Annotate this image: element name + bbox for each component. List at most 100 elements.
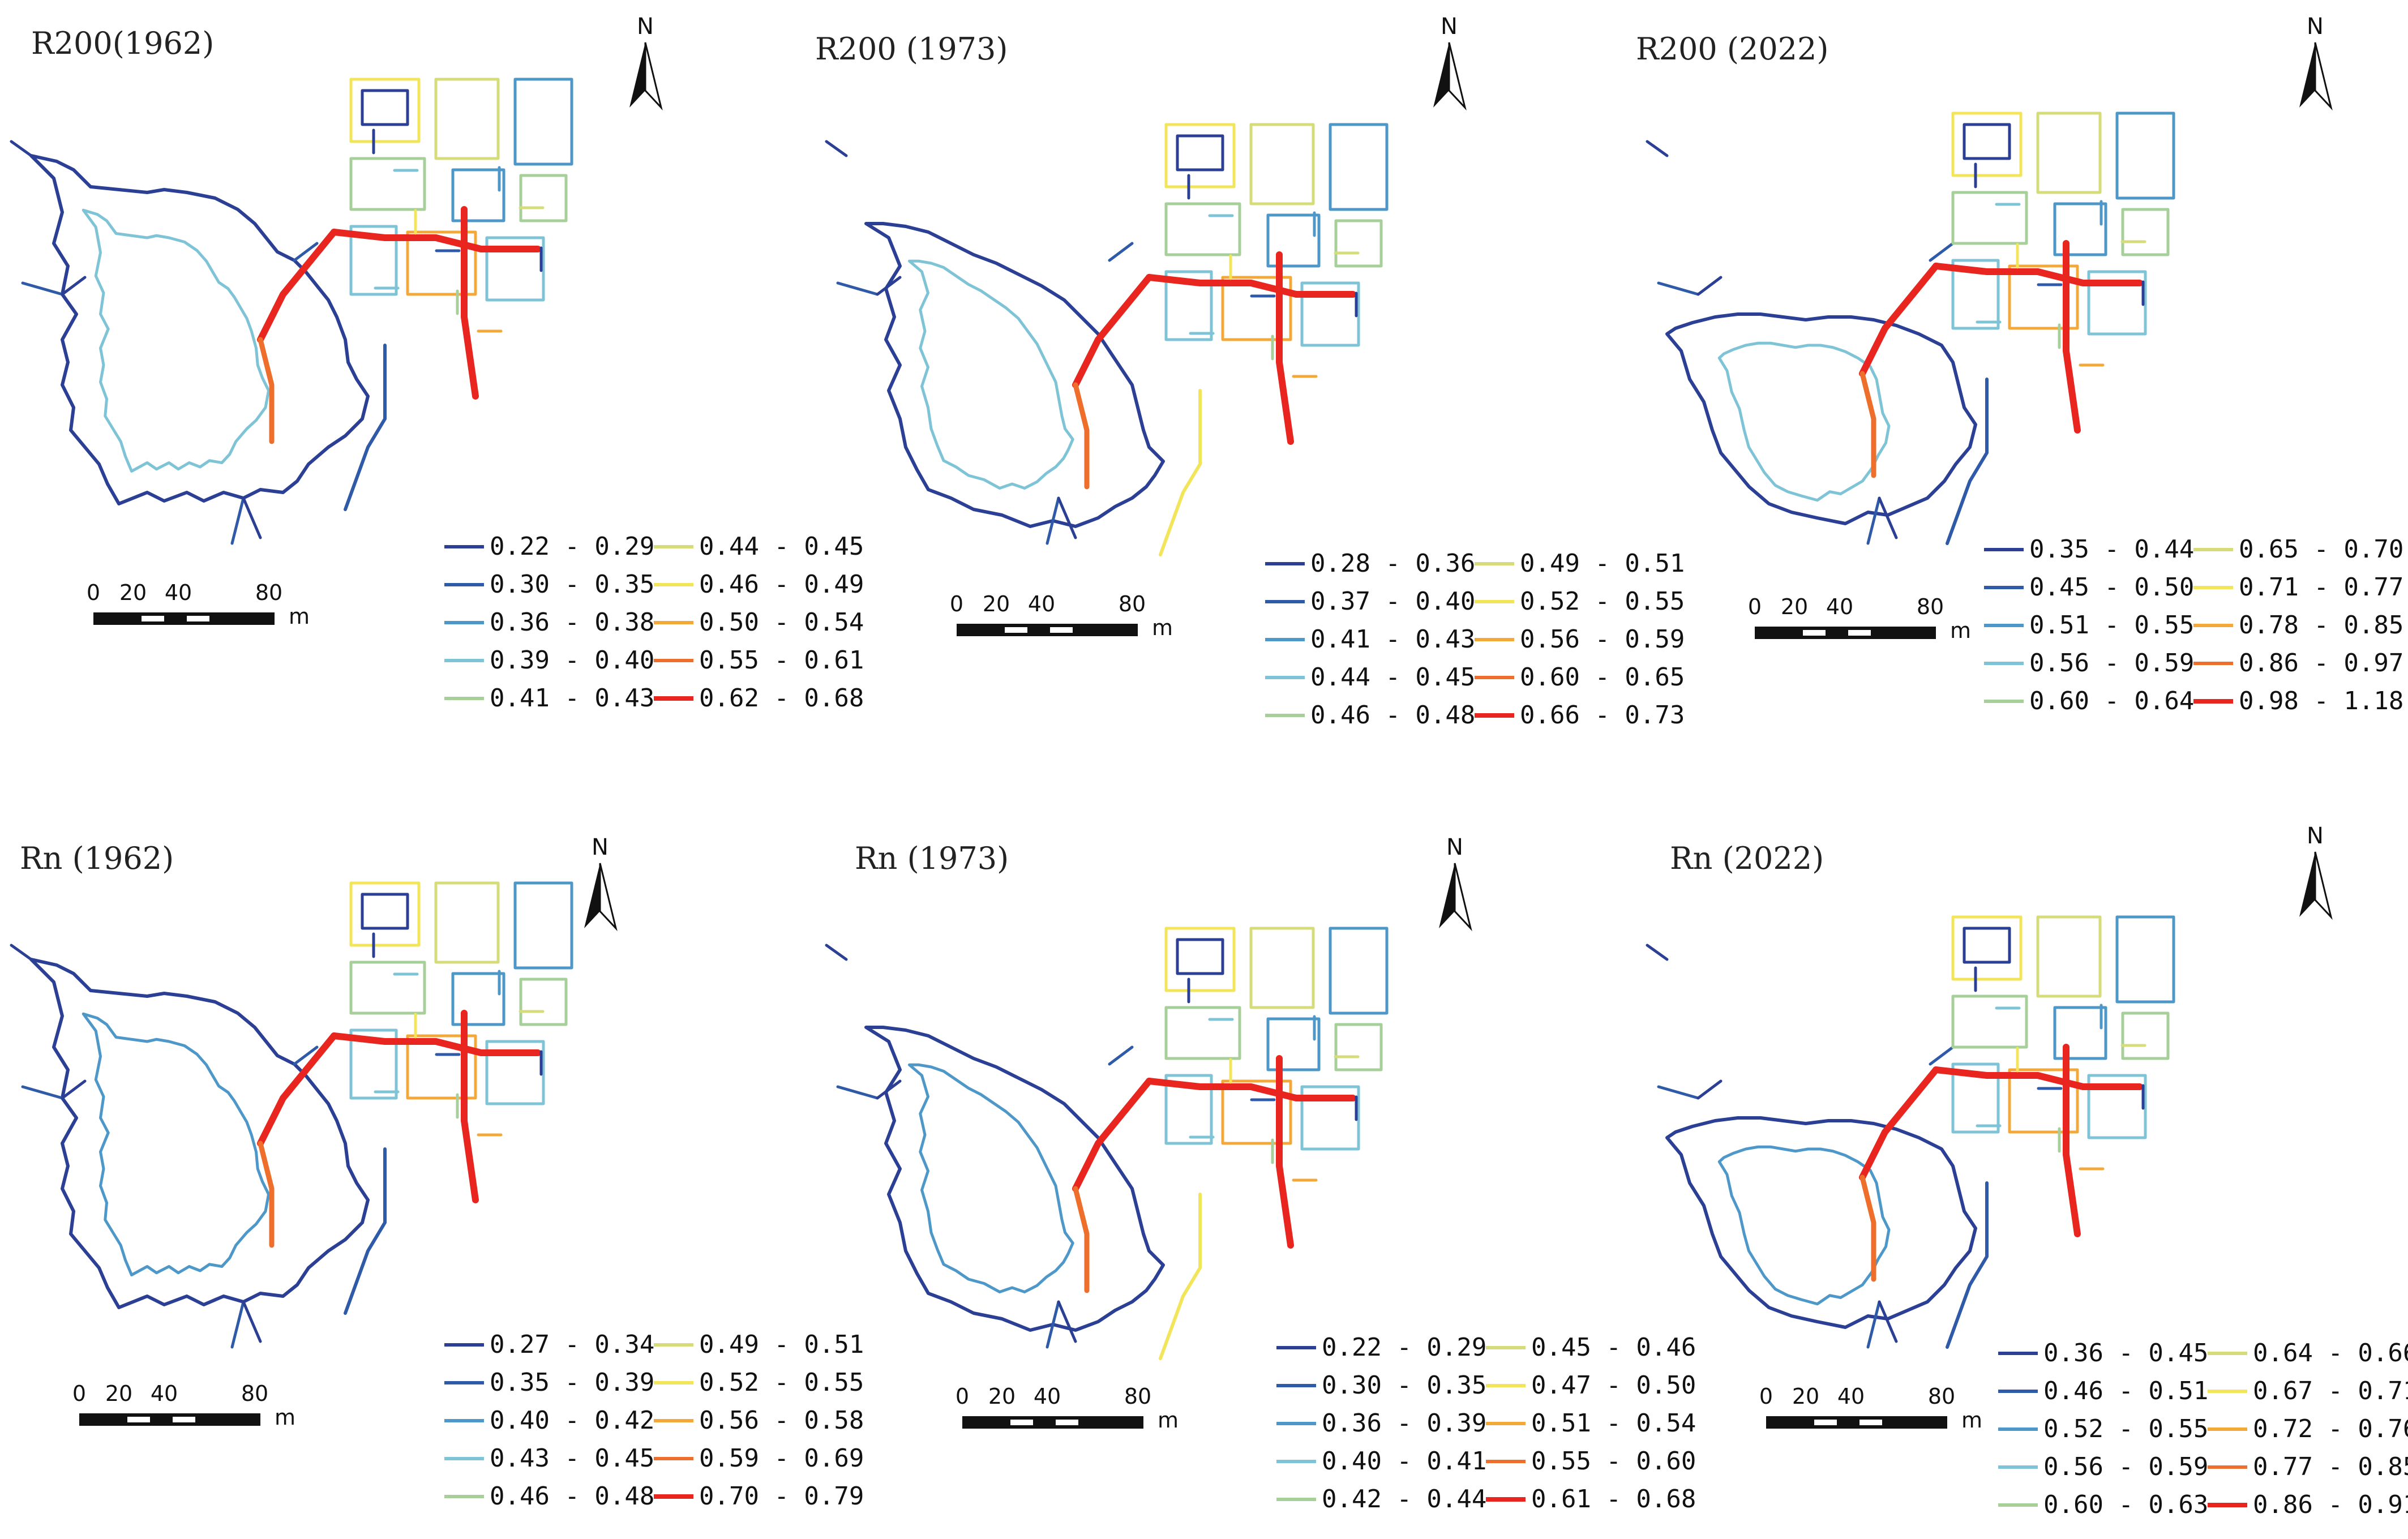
legend-label: 0.55 - 0.61 (699, 646, 864, 675)
legend-item: 0.65 - 0.70 (2193, 535, 2403, 564)
legend-label: 0.71 - 0.77 (2239, 573, 2403, 602)
street-network (1646, 915, 2175, 1349)
legend-item: 0.86 - 0.97 (2193, 649, 2403, 678)
segment-diagonal-link (1072, 1078, 1152, 1192)
legend-item: 0.55 - 0.60 (1486, 1447, 1696, 1476)
scale-tick-label: 20 (119, 580, 147, 605)
legend-label: 0.22 - 0.29 (490, 532, 654, 561)
segment-spur (1878, 496, 1898, 539)
panel-4: Rn (1962)N0.27 - 0.340.35 - 0.390.40 - 0… (10, 834, 864, 1511)
north-arrow-icon: N (1433, 14, 1467, 111)
legend-label: 0.56 - 0.59 (1520, 625, 1685, 654)
segment-block (2087, 1074, 2147, 1139)
legend-item: 0.52 - 0.55 (1475, 587, 1685, 616)
legend-label: 0.77 - 0.85 (2253, 1452, 2408, 1481)
segment-south-tail (344, 1147, 387, 1315)
segment-block (1164, 1074, 1213, 1145)
segment-block (361, 89, 409, 126)
legend-item: 0.30 - 0.35 (444, 570, 654, 599)
legend-label: 0.30 - 0.35 (490, 570, 654, 599)
legend-label: 0.60 - 0.64 (2029, 687, 2194, 715)
segment-block (1300, 281, 1360, 347)
segment-spur (1657, 1085, 1700, 1100)
segment-main-axis-vertical (2063, 1044, 2081, 1237)
legend-label: 0.49 - 0.51 (699, 1330, 864, 1359)
segment-block (1266, 1017, 1321, 1071)
segment-block (2121, 1011, 2170, 1060)
segment-spur (21, 281, 64, 296)
segment-west-loop-outer (864, 1026, 1165, 1332)
scale-tick-label: 20 (105, 1381, 132, 1406)
segment-block (434, 881, 500, 964)
segment-south-tail (344, 344, 387, 511)
segment-block (1164, 123, 1236, 188)
segment-main-axis-vertical (1276, 1055, 1294, 1249)
segment-block (2008, 264, 2079, 330)
segment-block (2115, 915, 2175, 1004)
legend-label: 0.46 - 0.49 (699, 570, 864, 599)
segment-spur (1057, 1300, 1077, 1343)
legend-label: 0.42 - 0.44 (1322, 1485, 1486, 1514)
legend-item: 0.49 - 0.51 (1475, 549, 1685, 578)
legend-label: 0.40 - 0.41 (1322, 1447, 1486, 1476)
panel-title: R200(1962) (31, 25, 214, 61)
scale-unit: m (275, 1405, 295, 1430)
segment-west-loop-outer (29, 958, 370, 1309)
segment-spur (1108, 242, 1134, 262)
segment-block (1221, 276, 1292, 341)
north-label: N (2307, 14, 2324, 40)
north-label: N (1446, 834, 1463, 860)
segment-spur (21, 1085, 64, 1100)
segment-block (1951, 259, 2000, 330)
segment-spur (1878, 1300, 1898, 1343)
legend-item: 0.62 - 0.68 (654, 684, 864, 713)
segment-spur (1929, 1045, 1955, 1066)
segment-block (519, 978, 568, 1026)
scale-tick-label: 40 (165, 580, 192, 605)
east-district (1859, 112, 2175, 545)
segment-block (1300, 1085, 1360, 1151)
segment-diagonal-link (257, 1032, 337, 1147)
legend-item: 0.40 - 0.41 (1276, 1447, 1486, 1476)
legend-item: 0.36 - 0.38 (444, 608, 654, 637)
legend-item: 0.70 - 0.79 (654, 1482, 864, 1511)
legend-item: 0.44 - 0.45 (654, 532, 864, 561)
segment-main-axis-vertical (461, 1010, 479, 1203)
legend-label: 0.86 - 0.91 (2253, 1490, 2408, 1519)
legend-item: 0.43 - 0.45 (444, 1444, 654, 1473)
segment-spur (876, 276, 902, 296)
panel-title: R200 (1973) (815, 31, 1008, 67)
segment-spur (1046, 1300, 1060, 1349)
legend-label: 0.49 - 0.51 (1520, 549, 1685, 578)
scale-tick-label: 80 (241, 1381, 268, 1406)
legend-label: 0.41 - 0.43 (1310, 625, 1475, 654)
legend-item: 0.41 - 0.43 (444, 684, 654, 713)
scale-tick-label: 0 (950, 591, 963, 616)
segment-connector (258, 1141, 275, 1248)
scale-tick-label: 20 (983, 591, 1010, 616)
segment-south-tail (1946, 1181, 1989, 1349)
segment-block (406, 1034, 477, 1100)
legend-label: 0.36 - 0.45 (2043, 1339, 2208, 1367)
segment-connector (258, 337, 275, 444)
street-network (10, 78, 573, 545)
segment-block (513, 78, 573, 166)
legend-label: 0.72 - 0.76 (2253, 1414, 2408, 1443)
legend-label: 0.46 - 0.48 (1310, 701, 1475, 730)
segment-spur (825, 944, 848, 961)
segment-block (2053, 202, 2107, 256)
segment-main-axis-vertical (1276, 251, 1294, 445)
scale-tick-label: 80 (1119, 591, 1146, 616)
segment-block (1334, 219, 1383, 268)
segment-south-tail (1159, 1193, 1202, 1360)
scale-tick-label: 0 (87, 580, 100, 605)
legend-label: 0.36 - 0.38 (490, 608, 654, 637)
segment-main-axis (331, 229, 541, 252)
legend-label: 0.52 - 0.55 (699, 1368, 864, 1397)
segment-block (1951, 1062, 2000, 1134)
legend-item: 0.45 - 0.50 (1984, 573, 2194, 602)
segment-block (1221, 1079, 1292, 1145)
legend-label: 0.45 - 0.46 (1531, 1333, 1696, 1362)
legend: 0.28 - 0.360.37 - 0.400.41 - 0.430.44 - … (1265, 549, 1685, 730)
